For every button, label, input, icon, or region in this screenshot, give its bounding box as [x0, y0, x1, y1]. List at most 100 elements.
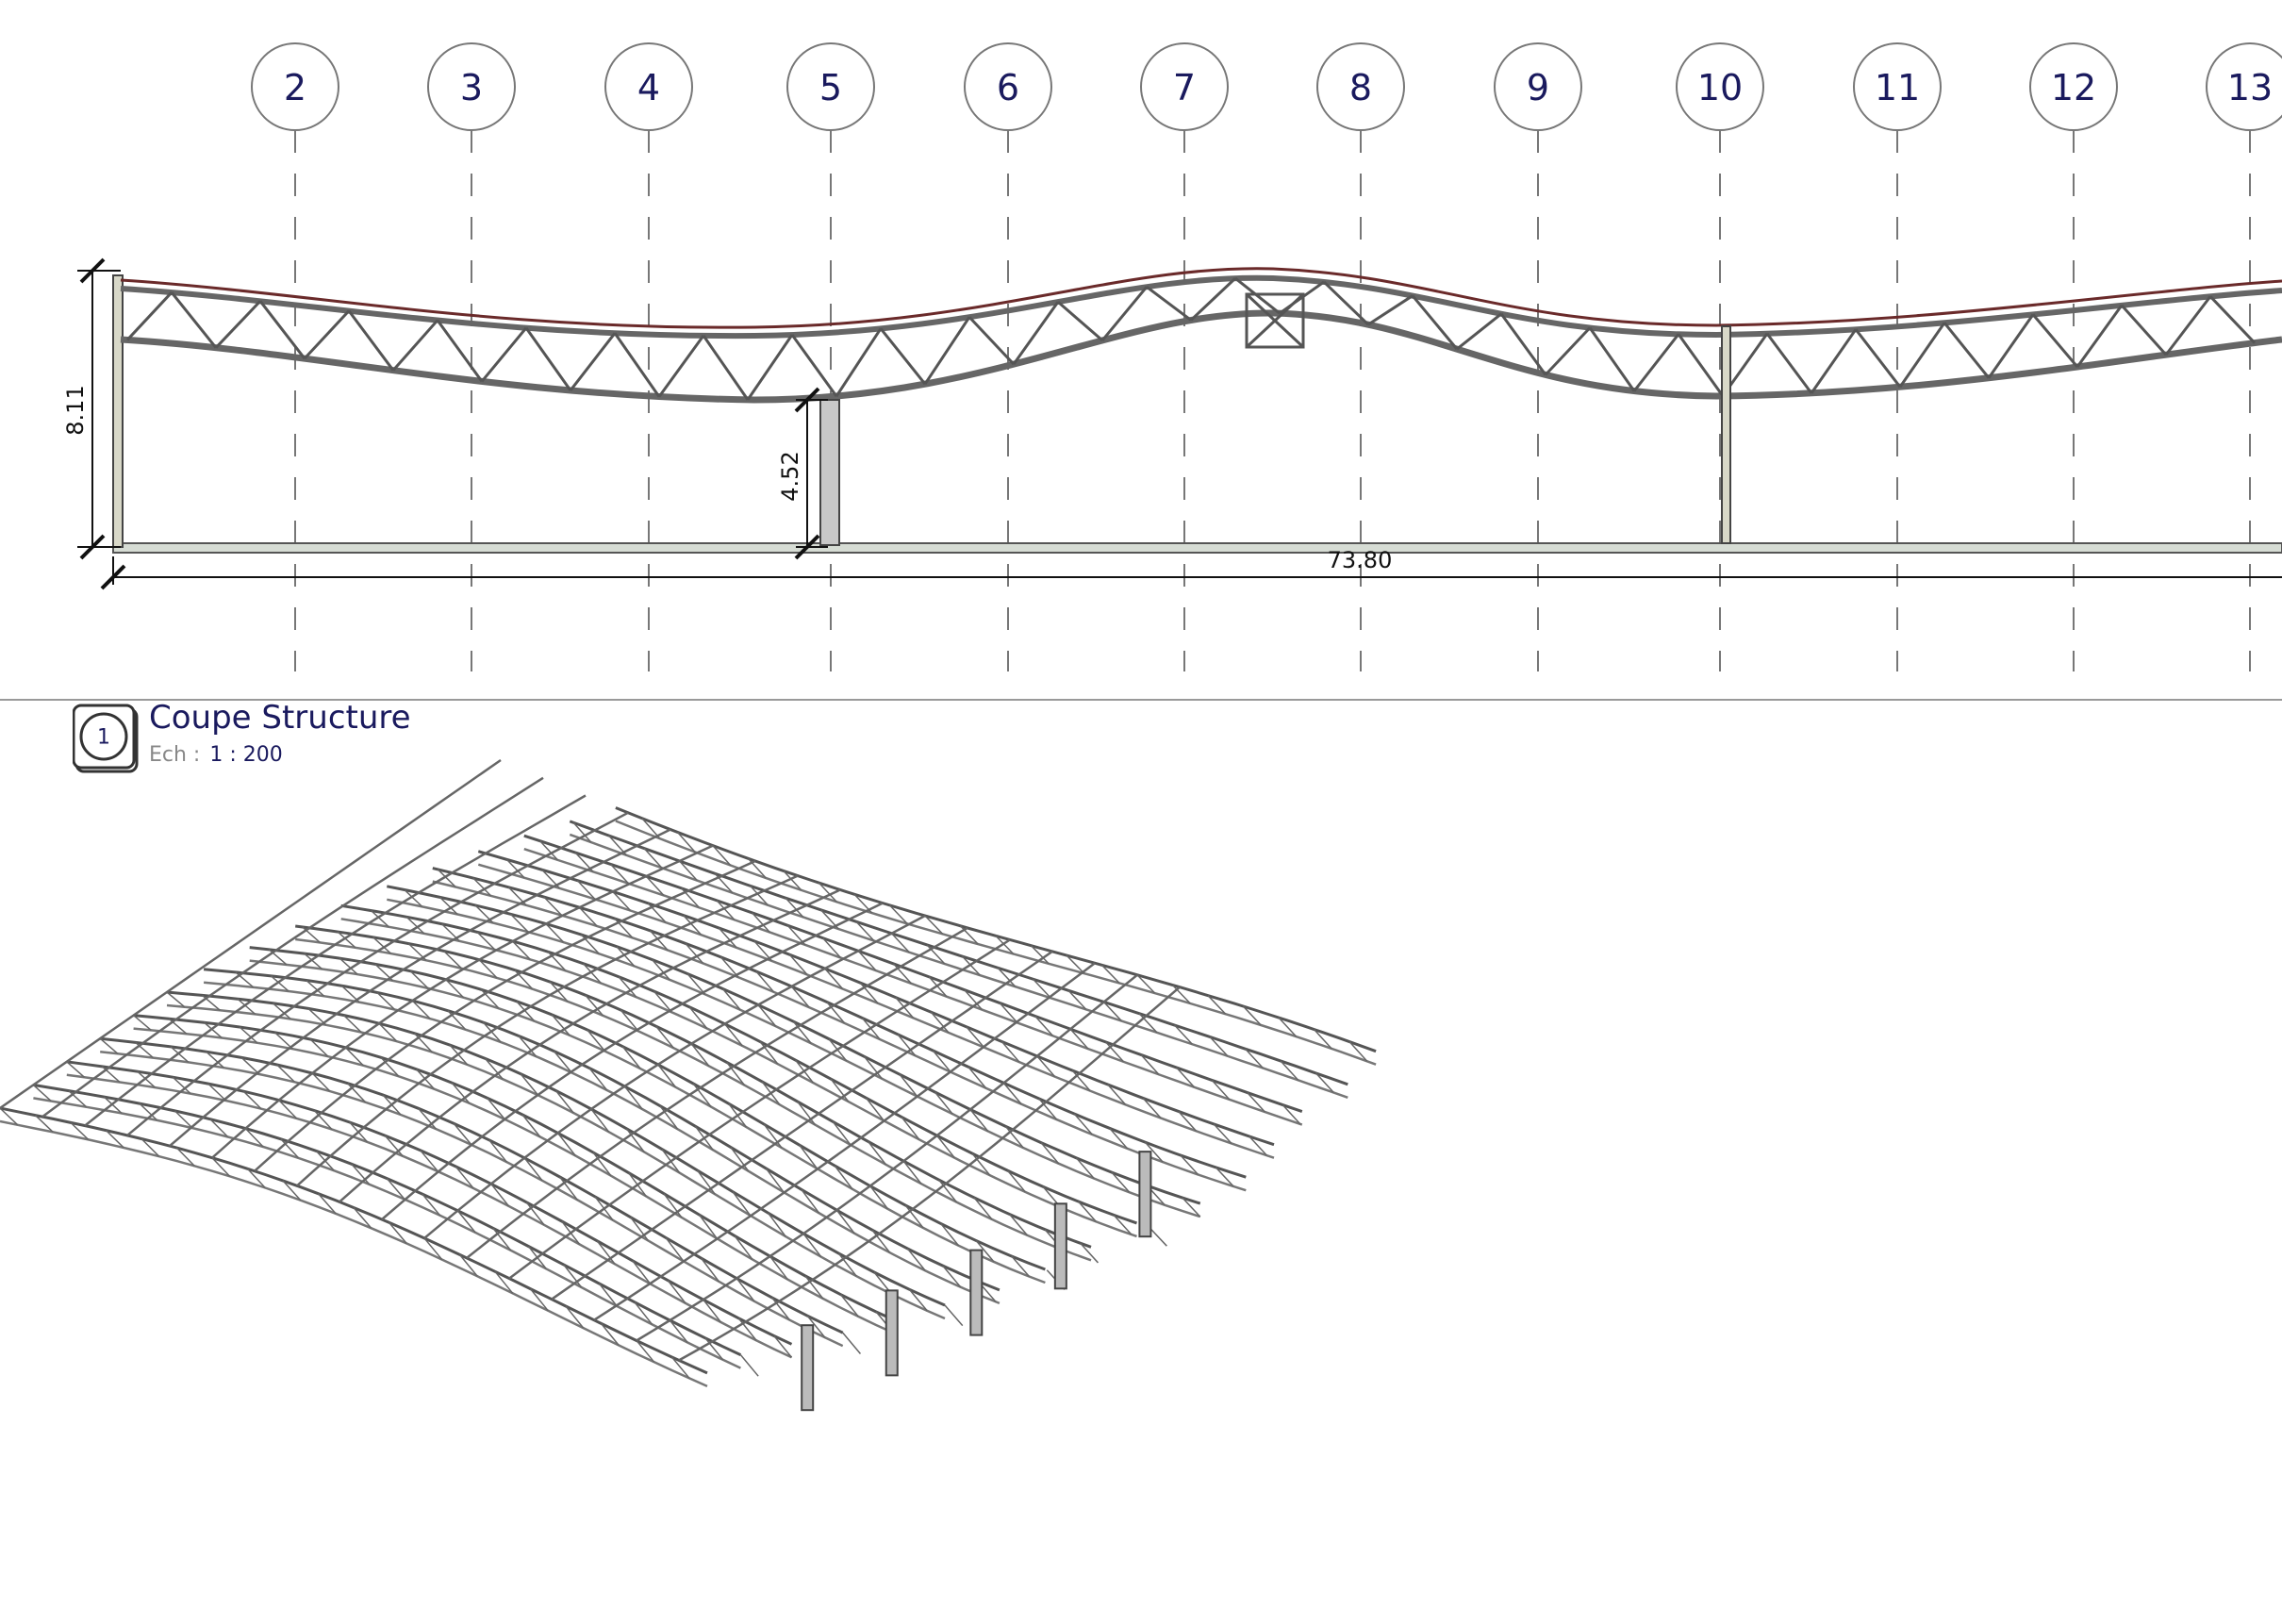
iso-truss-bottom: [432, 880, 1247, 1192]
iso-cross-beam: [593, 962, 1096, 1321]
iso-truss-web: [692, 1083, 712, 1108]
iso-truss-web: [1144, 1141, 1164, 1163]
iso-cross-beam: [41, 776, 544, 1119]
grid-bubble-label: 11: [1875, 67, 1920, 108]
truss-diagonal: [2208, 295, 2257, 344]
truss-diagonal: [347, 309, 395, 372]
iso-truss-web: [317, 1193, 337, 1215]
iso-truss-web: [525, 1201, 545, 1226]
iso-truss-web: [1067, 989, 1087, 1010]
iso-truss-web: [1245, 1048, 1264, 1069]
grid-line-6: 6: [964, 42, 1052, 671]
grid-bubble: [251, 42, 339, 131]
grid-line-8: 8: [1316, 42, 1405, 671]
grid-bubble-label: 10: [1697, 67, 1743, 108]
iso-truss-web: [902, 1160, 922, 1185]
iso-truss-web: [34, 1115, 54, 1133]
iso-truss-web: [337, 931, 356, 949]
iso-truss-web: [859, 982, 879, 1004]
iso-truss-web: [973, 1197, 993, 1220]
dimension-column: [794, 387, 828, 560]
truss-diagonal: [1588, 326, 1636, 392]
iso-truss-web: [103, 1096, 123, 1115]
truss-diagonal: [923, 316, 971, 386]
view-number: 1: [97, 726, 110, 750]
iso-truss-web: [438, 896, 458, 916]
iso-truss-web: [1109, 1128, 1129, 1150]
dimension-length: [100, 556, 2282, 590]
iso-truss-web: [388, 1221, 407, 1244]
iso-truss-web: [826, 1002, 846, 1024]
iso-truss-web: [1313, 1029, 1332, 1050]
iso-cross-beam: [423, 914, 926, 1239]
iso-truss-web: [175, 1147, 195, 1167]
iso-truss-web: [730, 1147, 750, 1172]
iso-column: [969, 1249, 984, 1336]
iso-cross-beam: [296, 874, 799, 1187]
iso-truss-web: [1075, 1157, 1095, 1180]
iso-truss-web: [1040, 1142, 1060, 1165]
iso-truss-web: [665, 1237, 685, 1262]
truss-diagonal: [258, 300, 306, 360]
iso-truss-top: [66, 1060, 793, 1346]
iso-truss-web: [966, 1026, 985, 1049]
iso-truss-web: [792, 1020, 812, 1044]
iso-truss-web: [667, 1280, 686, 1304]
iso-truss-web: [246, 1168, 266, 1188]
iso-truss-web: [1111, 1171, 1131, 1193]
iso-cross-beam: [381, 902, 884, 1220]
iso-truss-web: [797, 1101, 817, 1126]
iso-truss-bottom: [340, 918, 1137, 1238]
grid-bubble-label: 12: [2051, 67, 2096, 108]
iso-truss-web: [1100, 964, 1120, 985]
iso-truss-web: [306, 979, 325, 997]
iso-truss-web: [891, 933, 910, 953]
iso-truss-web: [420, 1150, 439, 1172]
iso-truss-web: [755, 970, 775, 993]
iso-truss-web: [719, 956, 739, 978]
truss-diagonal: [1100, 286, 1149, 341]
iso-truss-web: [478, 959, 498, 979]
dimension-height: [77, 257, 121, 560]
iso-truss-web: [32, 1084, 52, 1102]
iso-truss-bottom: [477, 863, 1275, 1159]
iso-truss-web: [944, 1304, 964, 1327]
truss-diagonal: [1456, 312, 1502, 351]
iso-truss-web: [690, 1043, 710, 1067]
iso-truss-web: [995, 935, 1015, 955]
iso-truss-web: [590, 1108, 610, 1133]
grid-bubble-label: 6: [997, 67, 1019, 108]
grid-line-3: 3: [427, 42, 516, 671]
iso-truss-web: [1033, 978, 1051, 999]
iso-truss-web: [964, 989, 984, 1011]
iso-truss-web: [799, 1144, 819, 1169]
iso-truss-web: [587, 1029, 606, 1052]
iso-truss-web: [1140, 1054, 1160, 1075]
iso-truss-bottom: [166, 1003, 946, 1320]
iso-truss-web: [339, 957, 358, 975]
iso-truss-web: [788, 953, 808, 976]
truss-diagonal: [657, 334, 705, 398]
iso-truss-web: [832, 1120, 852, 1146]
iso-cross-beam: [551, 950, 1053, 1301]
truss-diagonal: [613, 332, 661, 398]
iso-truss-web: [240, 1056, 260, 1075]
iso-truss-web: [1176, 1067, 1196, 1088]
iso-truss-web: [763, 1123, 783, 1149]
iso-truss-web: [206, 1051, 224, 1069]
iso-truss-web: [830, 1078, 850, 1102]
iso-truss-web: [612, 890, 632, 912]
grid-bubble: [964, 42, 1052, 131]
iso-truss-web: [750, 885, 769, 906]
truss-diagonal: [1898, 322, 1946, 389]
iso-truss-web: [632, 1260, 652, 1284]
truss-diagonal: [569, 332, 617, 391]
truss-diagonal: [1499, 312, 1547, 376]
iso-truss-web: [207, 1083, 227, 1102]
iso-truss-web: [930, 1011, 950, 1034]
iso-truss-web: [1248, 1135, 1268, 1156]
truss-diagonal: [1234, 276, 1281, 315]
iso-truss-web: [559, 1176, 579, 1201]
iso-truss-web: [557, 1132, 576, 1157]
grid-bubble-label: 5: [819, 67, 842, 108]
